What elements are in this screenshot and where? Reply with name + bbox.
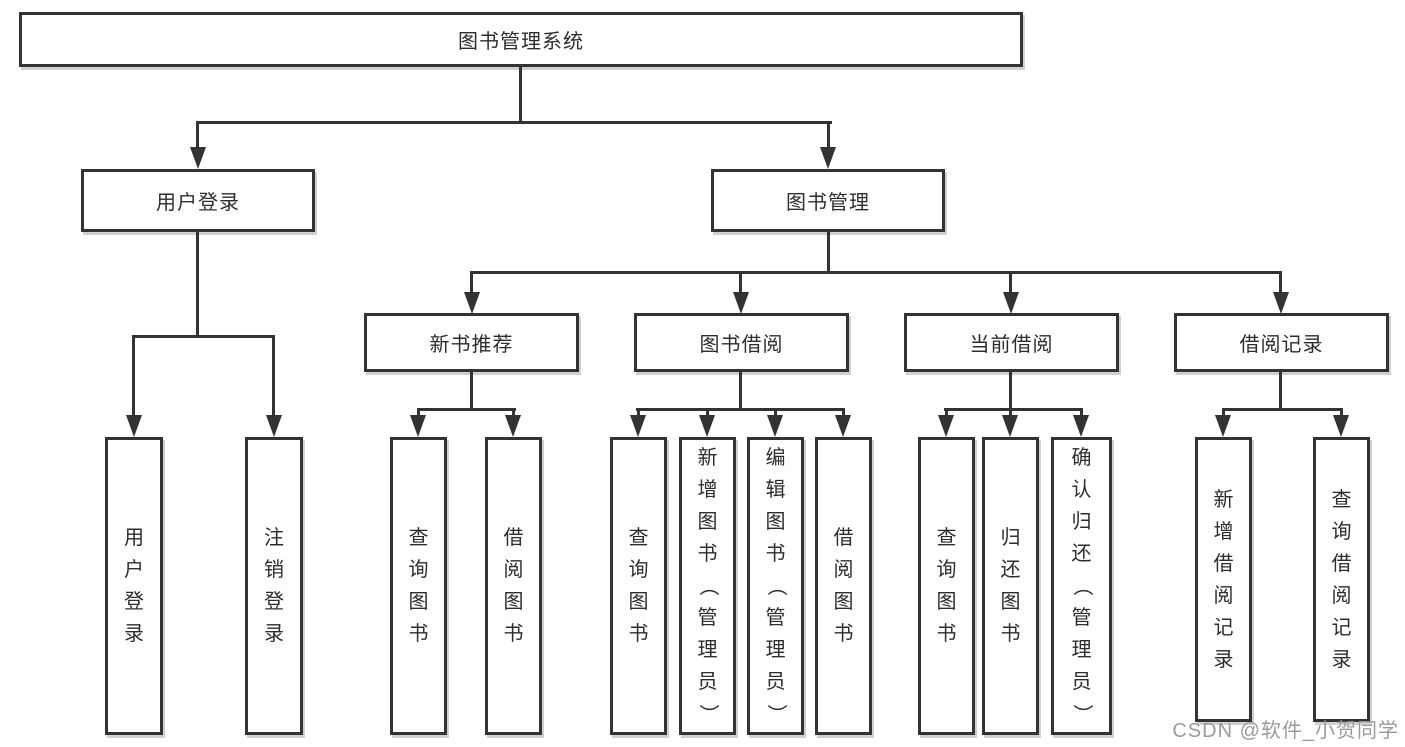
arrowhead-recommend-borrow-icon	[505, 415, 521, 437]
leaf-current-query-book: 查询图书	[918, 437, 975, 735]
leaf-records-query-record: 查询借阅记录	[1313, 437, 1370, 722]
connector-book-borrowing-rail	[636, 408, 845, 411]
csdn-watermark: CSDN @软件_小贺同学	[1172, 720, 1399, 742]
arrowhead-borrowing-add-icon	[699, 415, 715, 437]
leaf-current-confirm-return-admin: 确认归还（管理员）	[1051, 437, 1112, 735]
connector-drop-current-query	[945, 408, 948, 415]
arrowhead-borrowing-borrow-icon	[835, 415, 851, 437]
connector-book-borrowing-stem	[739, 372, 742, 408]
connector-level3-rail	[470, 271, 1282, 274]
arrowhead-leaf-user-login-icon	[126, 415, 142, 437]
arrowhead-borrowing-query-icon	[630, 415, 646, 437]
leaf-logout: 注销登录	[245, 437, 303, 735]
connector-drop-current-return	[1009, 408, 1012, 415]
connector-current-borrowing-stem	[1009, 372, 1012, 408]
arrowhead-user-login-icon	[190, 147, 206, 169]
leaf-borrowing-edit-book-admin: 编辑图书（管理员）	[747, 437, 804, 735]
connector-drop-borrowing-records	[1279, 271, 1282, 292]
connector-current-borrowing-rail	[944, 408, 1083, 411]
connector-borrowing-records-stem	[1279, 372, 1282, 408]
arrowhead-records-query-icon	[1333, 415, 1349, 437]
connector-root-stem	[519, 67, 522, 121]
node-root-library-system: 图书管理系统	[19, 12, 1023, 67]
leaf-user-login: 用户登录	[105, 437, 163, 735]
leaf-borrowing-borrow-book: 借阅图书	[815, 437, 872, 735]
connector-drop-leaf-logout	[272, 335, 275, 415]
leaf-records-add-record: 新增借阅记录	[1195, 437, 1252, 722]
connector-drop-recommend-query	[417, 408, 420, 415]
connector-drop-borrowing-query	[637, 408, 640, 415]
connector-drop-borrowing-edit	[774, 408, 777, 415]
arrowhead-new-book-recommend-icon	[464, 292, 480, 314]
connector-drop-book-borrowing	[739, 271, 742, 292]
leaf-borrowing-query-book: 查询图书	[610, 437, 667, 735]
connector-drop-new-book-recommend	[470, 271, 473, 292]
node-book-borrowing: 图书借阅	[634, 313, 849, 372]
connector-new-book-recommend-rail	[417, 408, 516, 411]
connector-drop-user-login	[196, 121, 199, 147]
arrowhead-current-query-icon	[938, 415, 954, 437]
connector-book-management-stem	[827, 232, 830, 271]
arrowhead-current-borrowing-icon	[1003, 292, 1019, 314]
connector-borrowing-records-rail	[1222, 408, 1343, 411]
leaf-borrowing-add-book-admin: 新增图书（管理员）	[679, 437, 736, 735]
connector-drop-borrowing-add	[706, 408, 709, 415]
leaf-recommend-query-book: 查询图书	[390, 437, 447, 735]
connector-level2-rail	[196, 121, 832, 124]
arrowhead-book-borrowing-icon	[733, 292, 749, 314]
connector-new-book-recommend-stem	[470, 372, 473, 408]
connector-drop-recommend-borrow	[512, 408, 515, 415]
arrowhead-borrowing-records-icon	[1273, 292, 1289, 314]
connector-drop-borrowing-borrow	[842, 408, 845, 415]
node-current-borrowing: 当前借阅	[904, 313, 1119, 372]
connector-drop-current-confirm	[1080, 408, 1083, 415]
leaf-recommend-borrow-book: 借阅图书	[485, 437, 542, 735]
node-book-management: 图书管理	[711, 169, 945, 232]
connector-drop-records-add	[1222, 408, 1225, 415]
arrowhead-book-management-icon	[820, 147, 836, 169]
leaf-current-return-book: 归还图书	[982, 437, 1039, 735]
arrowhead-leaf-logout-icon	[266, 415, 282, 437]
connector-drop-current-borrowing	[1009, 271, 1012, 292]
arrowhead-current-confirm-icon	[1073, 415, 1089, 437]
arrowhead-borrowing-edit-icon	[767, 415, 783, 437]
connector-drop-records-query	[1340, 408, 1343, 415]
node-new-book-recommend: 新书推荐	[364, 313, 579, 372]
connector-drop-book-management	[827, 121, 830, 147]
connector-drop-leaf-user-login	[132, 335, 135, 415]
arrowhead-records-add-icon	[1215, 415, 1231, 437]
arrowhead-current-return-icon	[1002, 415, 1018, 437]
node-borrowing-records: 借阅记录	[1174, 313, 1389, 372]
arrowhead-recommend-query-icon	[410, 415, 426, 437]
connector-user-login-stem	[196, 232, 199, 335]
node-user-login: 用户登录	[81, 169, 315, 232]
connector-user-login-rail	[132, 335, 275, 338]
